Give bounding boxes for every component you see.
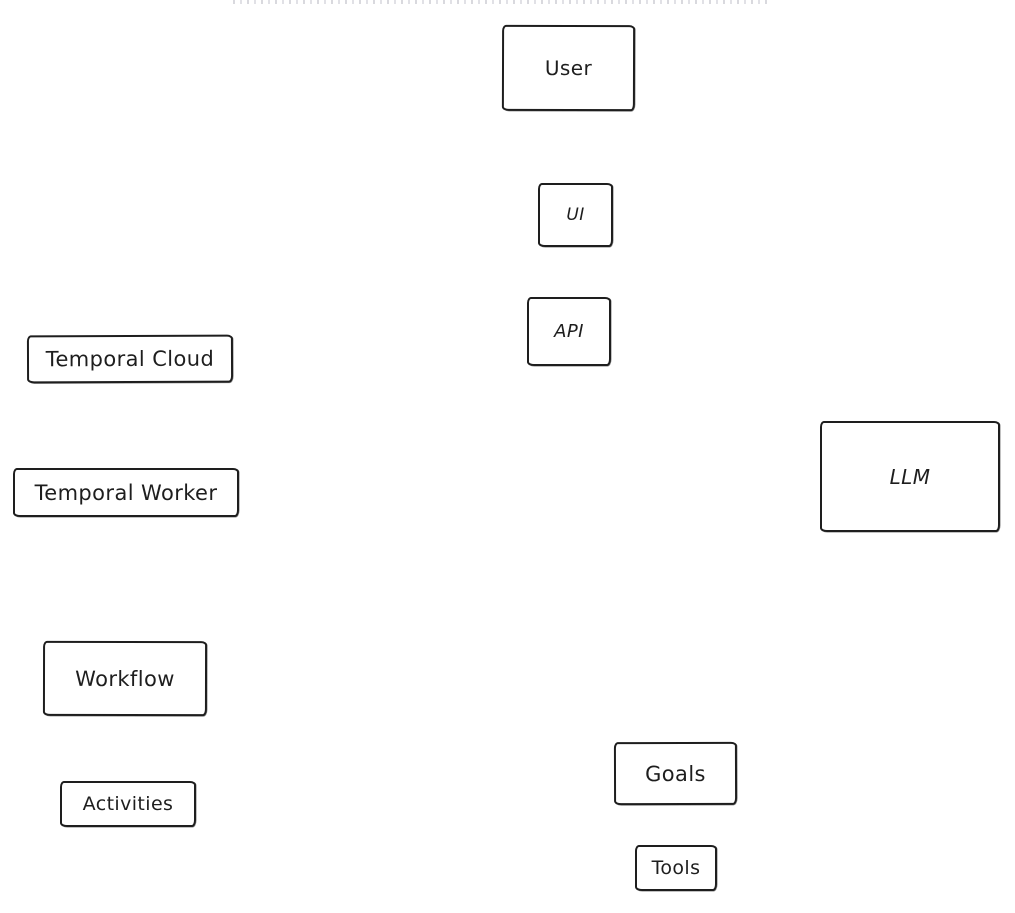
node-temporal-cloud[interactable]: Temporal Cloud xyxy=(26,334,234,384)
node-api-label: API xyxy=(554,321,584,342)
node-ui[interactable]: UI xyxy=(538,183,613,247)
node-temporal-worker[interactable]: Temporal Worker xyxy=(13,468,239,517)
node-llm-label: LLM xyxy=(889,464,931,489)
node-goals-label: Goals xyxy=(645,761,706,786)
node-temporal-worker-label: Temporal Worker xyxy=(34,480,218,505)
node-workflow-label: Workflow xyxy=(75,666,175,691)
node-goals[interactable]: Goals xyxy=(613,741,738,806)
node-workflow[interactable]: Workflow xyxy=(42,640,208,717)
node-activities-label: Activities xyxy=(82,793,174,815)
node-api[interactable]: API xyxy=(527,297,611,366)
node-tools[interactable]: Tools xyxy=(635,845,717,891)
node-tools-label: Tools xyxy=(651,857,701,879)
node-user-label: User xyxy=(544,55,593,81)
node-llm[interactable]: LLM xyxy=(820,421,1000,532)
node-temporal-cloud-label: Temporal Cloud xyxy=(45,346,215,372)
clipped-text-artifact xyxy=(233,0,767,4)
node-activities[interactable]: Activities xyxy=(60,781,196,827)
node-user[interactable]: User xyxy=(501,24,636,112)
node-ui-label: UI xyxy=(566,205,585,225)
